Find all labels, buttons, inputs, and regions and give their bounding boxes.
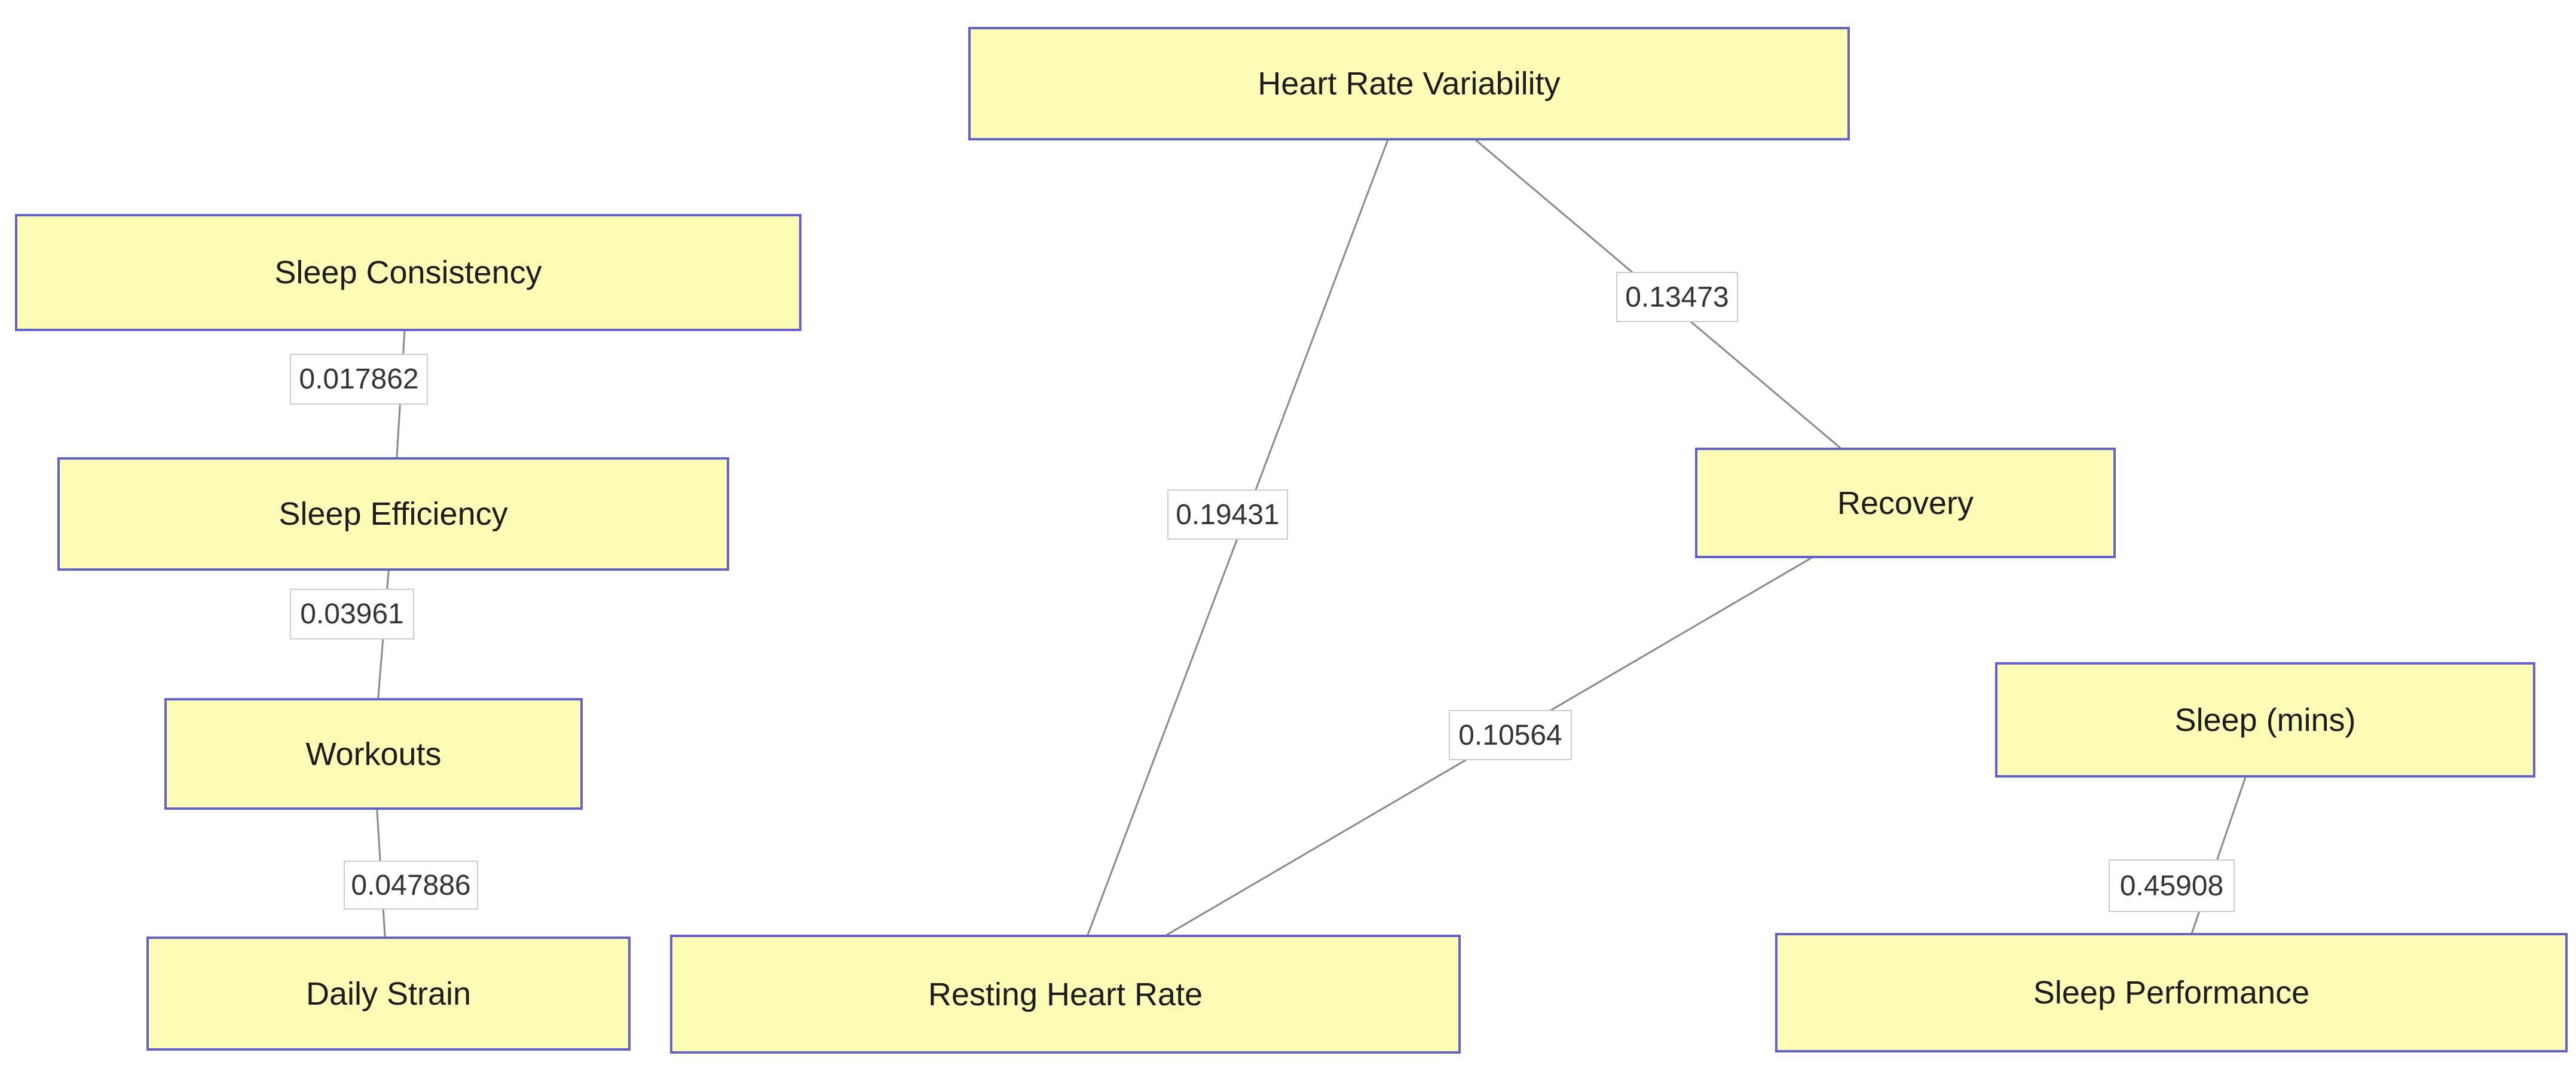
- edge-weight-sleep-mins-sleep-performance: 0.45908: [2109, 859, 2235, 912]
- node-recovery[interactable]: Recovery: [1695, 448, 2116, 558]
- node-sleep-efficiency[interactable]: Sleep Efficiency: [57, 457, 729, 571]
- node-sleep-consistency[interactable]: Sleep Consistency: [15, 214, 801, 331]
- node-sleep-mins[interactable]: Sleep (mins): [1995, 662, 2535, 778]
- node-sleep-performance[interactable]: Sleep Performance: [1775, 933, 2568, 1052]
- edge-weight-workouts-daily-strain: 0.047886: [344, 861, 478, 910]
- edge-weight-recovery-resting-heart-rate: 0.10564: [1449, 710, 1572, 760]
- node-workouts[interactable]: Workouts: [164, 698, 583, 810]
- node-daily-strain[interactable]: Daily Strain: [146, 937, 631, 1051]
- edge-weight-hrv-recovery: 0.13473: [1616, 272, 1738, 322]
- node-heart-rate-variability[interactable]: Heart Rate Variability: [968, 27, 1850, 140]
- edge-weight-hrv-resting-heart-rate: 0.19431: [1167, 489, 1288, 540]
- edge-weight-sleep-efficiency-workouts: 0.03961: [290, 589, 414, 639]
- node-resting-heart-rate[interactable]: Resting Heart Rate: [670, 935, 1461, 1054]
- edge-weight-sleep-consistency-sleep-efficiency: 0.017862: [290, 354, 428, 405]
